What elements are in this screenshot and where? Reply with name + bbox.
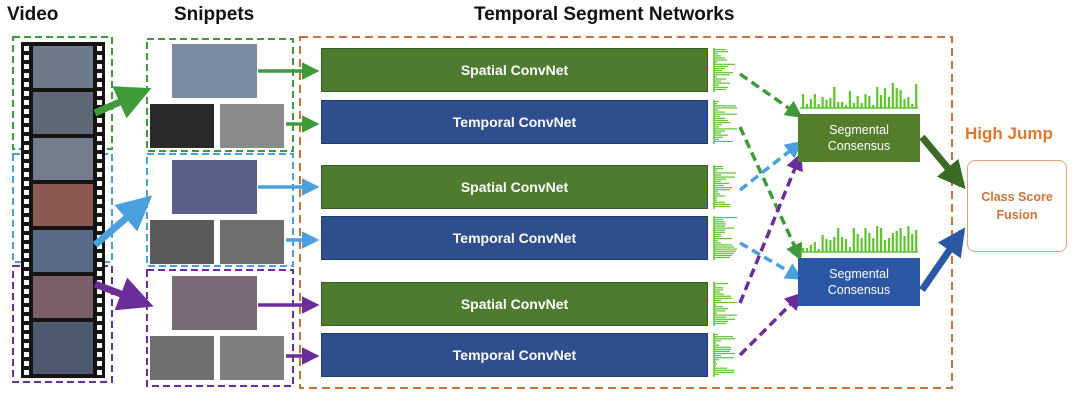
spatial-convnet-2: Spatial ConvNet bbox=[321, 165, 708, 209]
consensus-score-histograms bbox=[800, 83, 918, 253]
snippet-group-2-box bbox=[146, 153, 294, 267]
spatial-2-to-consensus-line bbox=[738, 140, 803, 192]
flow-snippet-1b-thumb bbox=[220, 104, 284, 148]
temporal-3-to-consensus-line bbox=[738, 292, 803, 357]
temporal-convnet-1: Temporal ConvNet bbox=[321, 100, 708, 144]
spatial-segmental-consensus: Segmental Consensus bbox=[798, 114, 920, 162]
consensus-line-2: Consensus bbox=[827, 139, 891, 153]
flow-snippet-2a-thumb bbox=[150, 220, 214, 264]
video-header: Video bbox=[7, 4, 59, 25]
tsn-header: Temporal Segment Networks bbox=[474, 4, 735, 25]
temporal-convnet-2: Temporal ConvNet bbox=[321, 216, 708, 260]
flow-snippet-2b-thumb bbox=[220, 220, 284, 264]
rgb-snippet-2-thumb bbox=[172, 160, 257, 214]
consensus-line-1: Segmental bbox=[829, 267, 889, 281]
spatial-convnet-1: Spatial ConvNet bbox=[321, 48, 708, 92]
consensus-line-2: Consensus bbox=[827, 283, 891, 297]
flow-snippet-1a-thumb bbox=[150, 104, 214, 148]
predicted-class-label: High Jump bbox=[965, 124, 1053, 143]
temporal-1-to-consensus-line bbox=[738, 126, 803, 262]
snippet-group-1-box bbox=[146, 38, 294, 152]
fusion-line-2: Fusion bbox=[996, 208, 1038, 222]
class-score-fusion-box: Class Score Fusion bbox=[967, 160, 1067, 252]
video-segment-1-box bbox=[12, 36, 113, 150]
temporal-2-to-consensus-line bbox=[739, 241, 804, 280]
temporal-segmental-consensus: Segmental Consensus bbox=[798, 258, 920, 306]
spatial-consensus-to-fusion-arrow bbox=[919, 134, 966, 190]
spatial-convnet-3: Spatial ConvNet bbox=[321, 282, 708, 326]
temporal-consensus-to-fusion-arrow bbox=[919, 227, 966, 292]
video-to-snippet-arrow-1 bbox=[93, 86, 152, 119]
video-to-snippet-arrow-2 bbox=[92, 195, 153, 248]
snippet-group-3-box bbox=[146, 269, 294, 387]
tsn-container-box bbox=[299, 36, 953, 389]
snippets-header: Snippets bbox=[174, 4, 255, 25]
film-strip-icon bbox=[21, 42, 105, 378]
temporal-convnet-3: Temporal ConvNet bbox=[321, 333, 708, 377]
consensus-line-1: Segmental bbox=[829, 123, 889, 137]
flow-snippet-3a-thumb bbox=[150, 336, 214, 380]
fusion-line-1: Class Score bbox=[981, 190, 1053, 204]
flow-snippet-3b-thumb bbox=[220, 336, 284, 380]
rgb-snippet-1-thumb bbox=[172, 44, 257, 98]
rgb-snippet-3-thumb bbox=[172, 276, 257, 330]
spatial-3-to-consensus-line bbox=[738, 152, 803, 304]
network-score-histograms bbox=[713, 48, 737, 377]
video-to-snippet-arrow-3 bbox=[93, 277, 154, 311]
spatial-1-to-consensus-line bbox=[738, 72, 803, 119]
